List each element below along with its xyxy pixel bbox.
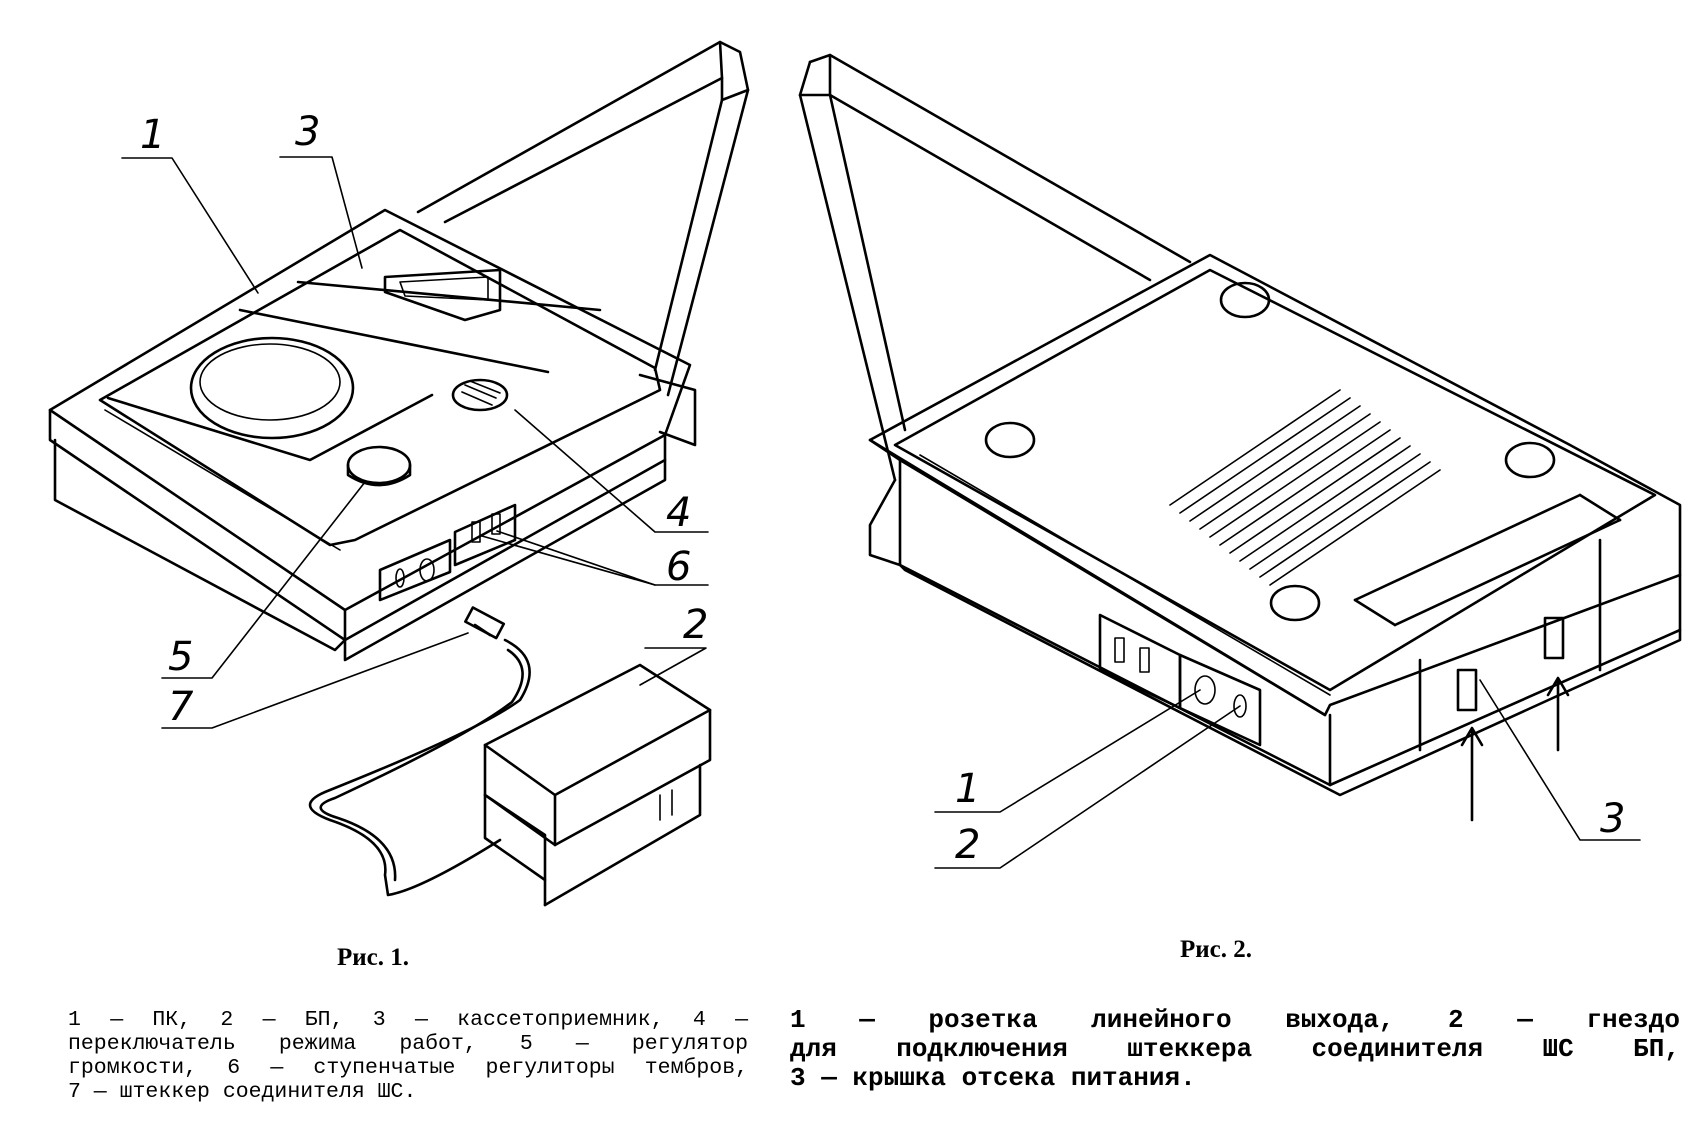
fig1-leaders — [121, 156, 709, 729]
technical-drawing: 1 3 4 6 5 7 2 — [48, 40, 1682, 907]
fig1-callouts: 1 3 4 6 5 7 2 — [140, 109, 708, 730]
figure1-caption-line: громкости, 6 — ступенчатые регулиторы те… — [68, 1056, 748, 1081]
fig1-volume-knob — [346, 445, 412, 487]
figure2-title: Рис. 2. — [1180, 936, 1253, 963]
fig1-callout-3: 3 — [295, 109, 320, 155]
fig2-callout-1: 1 — [955, 766, 980, 812]
figure1-caption-line: 1 — ПК, 2 — БП, 3 — кассетоприемник, 4 — — [68, 1008, 748, 1032]
fig2-sockets — [1098, 613, 1262, 747]
fig1-handle — [416, 40, 750, 397]
fig2-callout-3: 3 — [1600, 796, 1625, 842]
figure1-caption-line: 7 — штеккер соединителя ШС. — [68, 1080, 417, 1105]
fig1-callout-5: 5 — [168, 634, 193, 680]
fig1-callout-4: 4 — [666, 490, 691, 536]
fig1-cassette-window — [383, 268, 502, 322]
fig1-callout-1: 1 — [140, 112, 165, 158]
fig2-battery-cover — [1353, 493, 1622, 822]
figure1-title: Рис. 1. — [337, 944, 410, 971]
fig2-leaders — [934, 679, 1641, 869]
fig1-callout-6: 6 — [666, 544, 691, 590]
fig2-speaker-grille — [1169, 389, 1441, 586]
fig1-cable — [308, 606, 531, 897]
figure2-drawing: 1 2 3 — [798, 53, 1682, 869]
fig1-callout-2: 2 — [683, 602, 708, 648]
figure2-caption-line: 3 — крышка отсека питания. — [790, 1063, 1196, 1094]
fig1-speaker — [189, 336, 355, 440]
fig1-callout-7: 7 — [168, 684, 194, 730]
figure1-caption-line: переключатель режима работ, 5 — регулято… — [68, 1032, 748, 1057]
fig1-power-supply — [483, 663, 712, 907]
fig1-mode-switch — [451, 378, 509, 412]
figure2-caption-line: 1 — розетка линейного выхода, 2 — гнездо — [790, 1005, 1680, 1035]
fig2-case — [868, 253, 1682, 797]
fig1-case — [48, 208, 697, 662]
fig2-handle — [798, 53, 1192, 567]
fig2-callouts: 1 2 3 — [955, 766, 1625, 868]
fig1-front-panel — [378, 503, 517, 602]
figure1-caption: 1 — ПК, 2 — БП, 3 — кассетоприемник, 4 —… — [68, 1008, 748, 1104]
fig2-callout-2: 2 — [955, 822, 980, 868]
figure2-caption-line: для подключения штеккера соединителя ШС … — [790, 1034, 1680, 1065]
figure1-drawing: 1 3 4 6 5 7 2 — [48, 40, 750, 907]
figure2-caption: 1 — розетка линейного выхода, 2 — гнездо… — [790, 1005, 1680, 1094]
fig2-feet — [984, 281, 1556, 622]
